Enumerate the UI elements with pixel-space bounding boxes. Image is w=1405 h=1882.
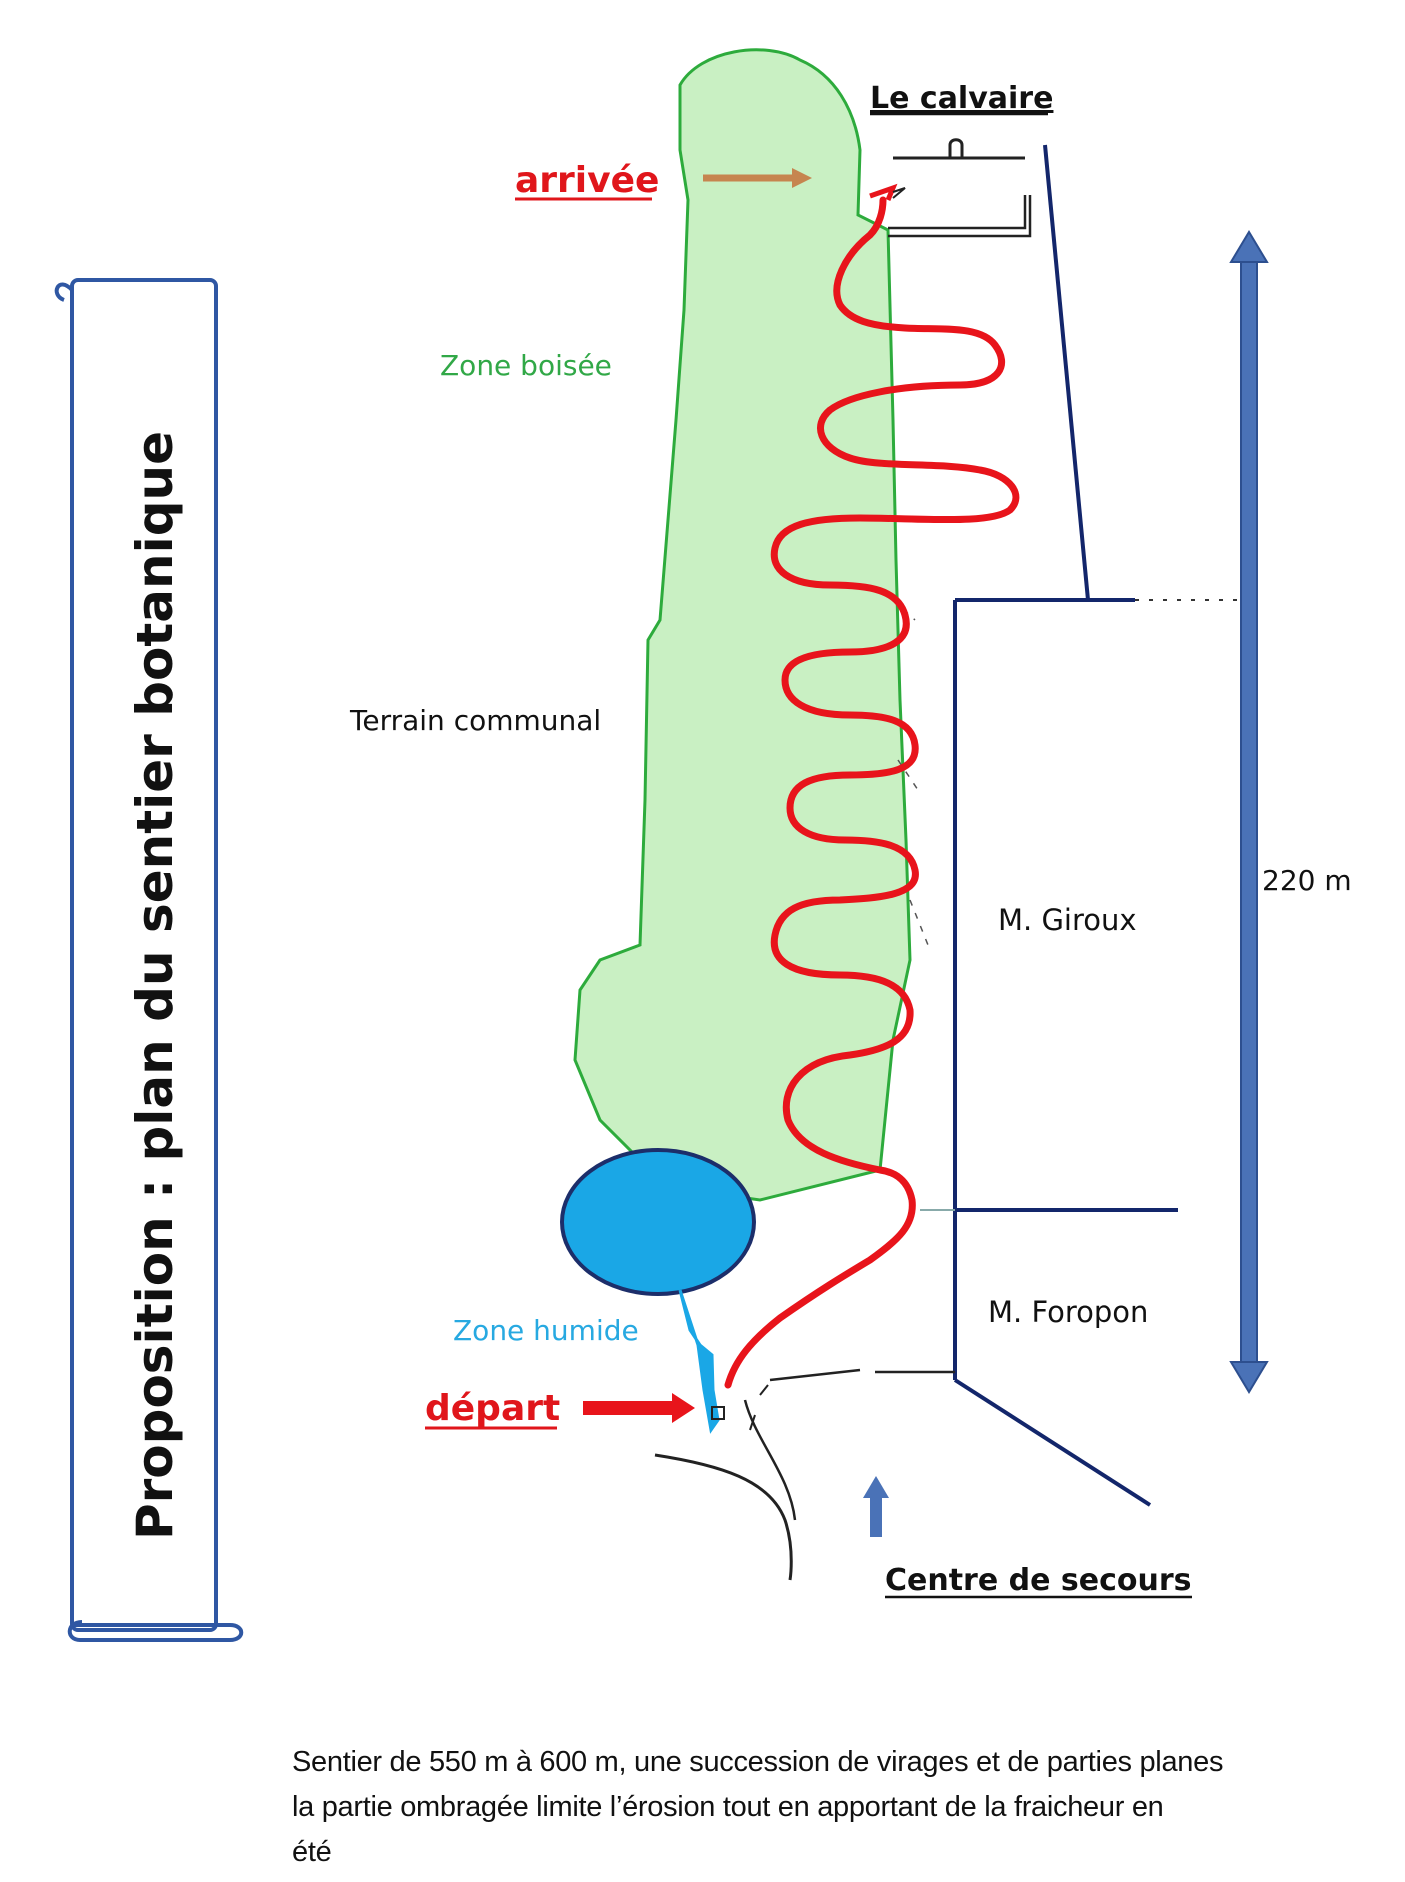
label-arrivee: arrivée (515, 160, 659, 201)
label-distance: 220 m (1262, 864, 1352, 897)
label-giroux: M. Giroux (998, 903, 1137, 937)
caption: Sentier de 550 m à 600 m, une succession… (292, 1740, 1397, 1875)
label-depart: départ (425, 1388, 560, 1429)
caption-line-3: été (292, 1836, 332, 1868)
label-foropon: M. Foropon (988, 1295, 1148, 1329)
label-zone-humide: Zone humide (453, 1314, 639, 1347)
map-title: Proposition : plan du sentier botanique (126, 431, 184, 1540)
pond (560, 1148, 756, 1296)
wooded-zone (573, 48, 912, 1202)
centre-secours-arrow (863, 1476, 889, 1537)
label-terrain-communal: Terrain communal (349, 704, 601, 737)
caption-line-1: Sentier de 550 m à 600 m, une succession… (292, 1746, 1224, 1778)
label-centre-secours: Centre de secours (885, 1563, 1192, 1598)
distance-arrow (1229, 230, 1269, 1394)
label-calvaire: Le calvaire (870, 81, 1053, 116)
calvary-building-icon (888, 138, 1032, 238)
road (654, 1368, 955, 1581)
depart-arrow (583, 1393, 695, 1423)
label-zone-boisee: Zone boisée (440, 349, 612, 382)
property-boundaries (953, 144, 1178, 1507)
arrivee-arrow (703, 168, 812, 188)
caption-line-2: la partie ombragée limite l’érosion tout… (292, 1791, 1164, 1823)
botanical-trail (724, 196, 1020, 1389)
scroll-banner-icon (54, 278, 244, 1642)
stream (678, 1289, 720, 1434)
